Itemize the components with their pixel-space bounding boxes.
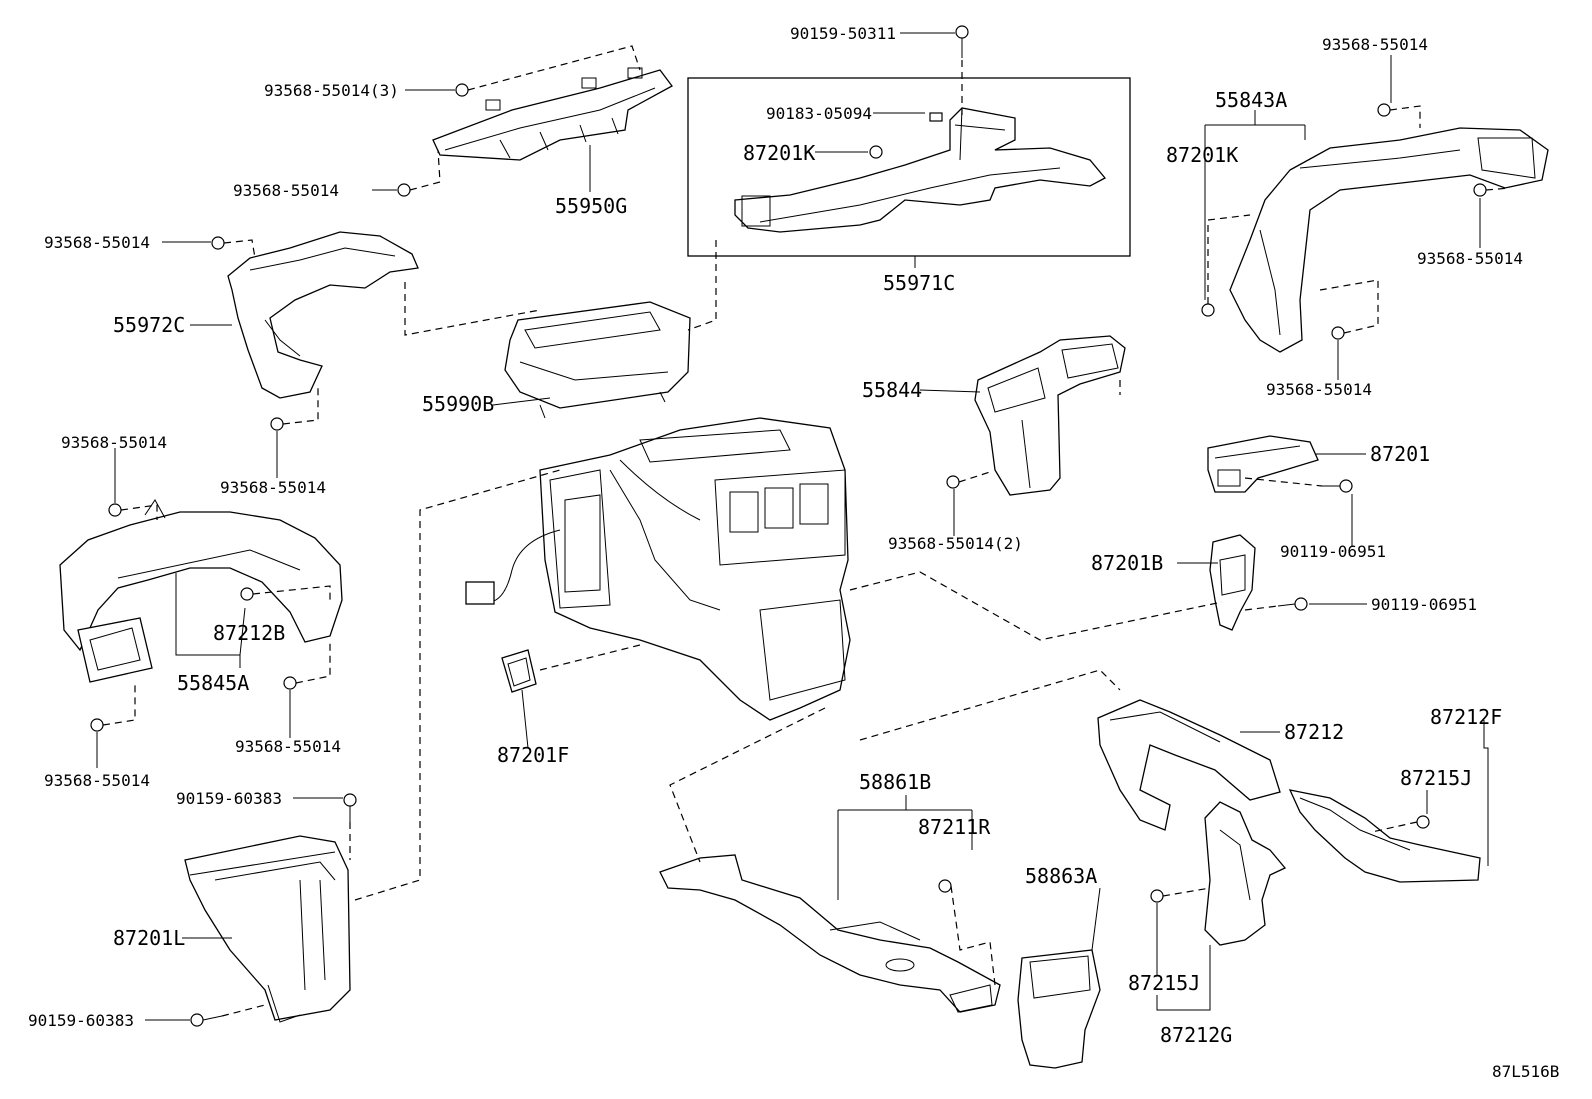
part-55950g-defroster-nozzle — [432, 67, 673, 161]
part-87212g-duct — [1204, 801, 1287, 946]
label-58863a: 58863A — [1025, 864, 1097, 888]
part-58863a-vent — [1017, 949, 1101, 1069]
label-93568-55014: 93568-55014 — [61, 433, 167, 452]
clip-icon — [108, 503, 122, 517]
label-55990b: 55990B — [422, 392, 494, 416]
part-55844-duct — [974, 335, 1126, 496]
label-93568-55014: 93568-55014 — [1322, 35, 1428, 54]
label-87212g: 87212G — [1160, 1023, 1232, 1047]
group-box-55971c — [687, 77, 1131, 257]
label-93568-55014: 93568-55014 — [44, 233, 150, 252]
part-87212f-duct — [1288, 789, 1481, 883]
bolt-icon — [955, 25, 969, 58]
label-58861b: 58861B — [859, 770, 931, 794]
clip-icon — [938, 879, 952, 893]
assembly-dashed-lines — [102, 45, 1511, 1017]
part-87201-bracket — [1207, 435, 1319, 493]
label-90119-06951: 90119-06951 — [1280, 542, 1386, 561]
label-93568-55014: 93568-55014 — [220, 478, 326, 497]
clip-icon — [869, 145, 883, 159]
fastener-clip-group — [90, 25, 1487, 1027]
label-87215j: 87215J — [1400, 766, 1472, 790]
label-90183-05094: 90183-05094 — [766, 104, 872, 123]
label-87201k: 87201K — [743, 141, 815, 165]
part-87212-duct — [1097, 699, 1281, 831]
label-87212f: 87212F — [1430, 705, 1502, 729]
label-87201b: 87201B — [1091, 551, 1163, 575]
label-55950g: 55950G — [555, 194, 627, 218]
label-55972c: 55972C — [113, 313, 185, 337]
label-93568-55014-2: 93568-55014(2) — [888, 534, 1023, 553]
label-93568-55014: 93568-55014 — [235, 737, 341, 756]
clip-icon — [1331, 326, 1345, 340]
label-93568-55014: 93568-55014 — [233, 181, 339, 200]
clip-icon — [397, 183, 411, 197]
diagram-id-code: 87L516B — [1492, 1062, 1559, 1081]
label-55971c: 55971C — [883, 271, 955, 295]
clip-icon — [455, 83, 469, 97]
label-90159-60383: 90159-60383 — [176, 789, 282, 808]
label-87215j-lower: 87215J — [1128, 971, 1200, 995]
part-55971c-duct — [734, 107, 1107, 233]
part-87201b-bracket — [1209, 534, 1256, 631]
clip-icon — [240, 587, 254, 601]
part-58861b-duct — [659, 854, 1001, 1013]
label-90159-60383: 90159-60383 — [28, 1011, 134, 1030]
part-labels: 90159-50311 93568-55014(3) 90183-05094 8… — [28, 24, 1559, 1081]
label-93568-55014-3: 93568-55014(3) — [264, 81, 399, 100]
label-55843a: 55843A — [1215, 88, 1287, 112]
clip-icon — [1150, 889, 1164, 903]
clip-icon — [270, 417, 284, 431]
clip-icon — [1377, 103, 1391, 117]
label-87211r: 87211R — [918, 815, 991, 839]
clip-icon — [1473, 183, 1487, 197]
label-87201l: 87201L — [113, 926, 185, 950]
label-93568-55014: 93568-55014 — [1417, 249, 1523, 268]
part-hvac-unit — [465, 417, 851, 721]
clip-icon — [283, 676, 297, 690]
label-90159-50311: 90159-50311 — [790, 24, 896, 43]
label-93568-55014: 93568-55014 — [1266, 380, 1372, 399]
label-87201k-right: 87201K — [1166, 143, 1238, 167]
label-87212b: 87212B — [213, 621, 285, 645]
label-87212: 87212 — [1284, 720, 1344, 744]
part-55972c-duct — [227, 231, 419, 399]
clip-icon — [1201, 303, 1215, 317]
label-87201: 87201 — [1370, 442, 1430, 466]
clip-icon — [1416, 815, 1430, 829]
clip-icon — [946, 475, 960, 489]
part-87201f-vent — [501, 649, 537, 693]
part-55843a-duct — [1229, 127, 1549, 353]
label-90119-06951: 90119-06951 — [1371, 595, 1477, 614]
part-55990b-register — [504, 301, 691, 419]
bolt-icon — [1322, 479, 1353, 493]
bolt-icon — [343, 793, 357, 822]
label-93568-55014: 93568-55014 — [44, 771, 150, 790]
label-55844: 55844 — [862, 378, 922, 402]
leader-lines — [96, 32, 1489, 1021]
bolt-icon — [190, 1013, 223, 1027]
part-87201l-box — [184, 835, 351, 1023]
bolt-icon — [1277, 597, 1308, 611]
clip-icon — [211, 236, 225, 250]
label-55845a: 55845A — [177, 671, 249, 695]
clip-icon — [90, 718, 104, 732]
part-55845a-duct — [59, 499, 343, 683]
label-87201f: 87201F — [497, 743, 569, 767]
